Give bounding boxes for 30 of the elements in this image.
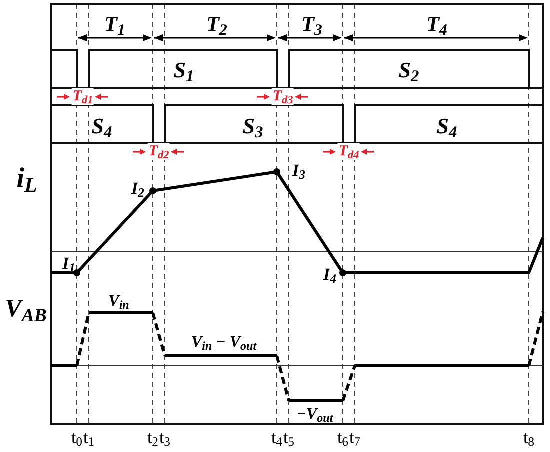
time-label: t$_{4}$	[271, 428, 283, 448]
interval-label: T$_{4}$	[426, 12, 448, 36]
voltage-axis-label: V$_{AB}$	[5, 296, 47, 324]
dead-time-label: T$_{d1}$	[72, 88, 94, 106]
switch-signal-label: S$_{1}$	[174, 57, 194, 83]
switch-signal-label: S$_{3}$	[242, 113, 264, 139]
time-label: t$_{0}$	[71, 428, 83, 448]
current-value-label: I$_{2}$	[132, 179, 144, 199]
time-label: t$_{6}$	[337, 428, 349, 448]
time-label: t$_{2}$	[147, 428, 159, 448]
voltage-level-label: −V$_{out}$	[296, 406, 334, 424]
voltage-level-label: V$_{in}$ − V$_{out}$	[191, 334, 257, 352]
current-axis-label: i$_{L}$	[16, 162, 38, 196]
interval-label: T$_{1}$	[104, 12, 126, 36]
switch-signal-label: S$_{4}$	[92, 113, 112, 139]
time-label: t$_{3}$	[159, 428, 171, 448]
interval-label: T$_{3}$	[302, 12, 322, 36]
dead-time-label: T$_{d4}$	[338, 143, 360, 161]
switch-signal-label: S$_{2}$	[398, 57, 420, 83]
current-value-label: I$_{3}$	[292, 161, 306, 181]
current-value-label: I$_{4}$	[324, 265, 336, 285]
time-label: t$_{7}$	[349, 428, 361, 448]
time-label: t$_{5}$	[283, 428, 295, 448]
time-label: t$_{1}$	[83, 428, 95, 448]
dead-time-label: T$_{d2}$	[148, 143, 170, 161]
time-label: t$_{8}$	[523, 428, 535, 448]
switch-signal-label: S$_{4}$	[436, 113, 458, 139]
interval-label: T$_{2}$	[206, 12, 228, 36]
dead-time-label: T$_{d3}$	[272, 88, 294, 106]
voltage-level-label: V$_{in}$	[108, 292, 130, 312]
